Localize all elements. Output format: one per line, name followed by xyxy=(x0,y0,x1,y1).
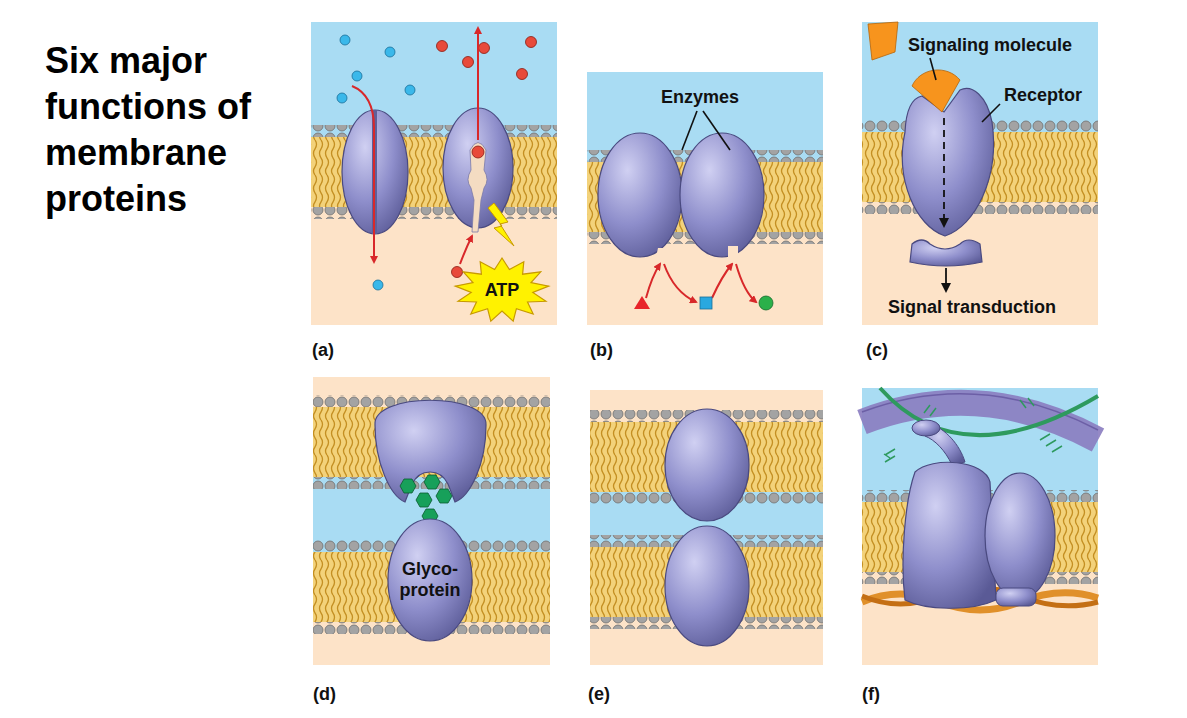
glycoprotein-text: Glyco- protein xyxy=(394,559,466,601)
panel-c-part xyxy=(862,22,1098,325)
panel-f-part xyxy=(985,473,1055,599)
panel-a-part xyxy=(437,37,537,278)
panel-a-part-part xyxy=(479,43,490,54)
glycoprotein-shape xyxy=(388,519,472,641)
part-label: Signaling molecule xyxy=(908,34,1072,56)
panel-b-part xyxy=(598,133,682,257)
panel-letter: (c) xyxy=(866,339,888,361)
panel-d-part-part xyxy=(416,493,432,507)
panel-letter: (e) xyxy=(588,683,610,705)
glycoprotein: Glyco- protein xyxy=(387,518,473,642)
panel-letter: (b) xyxy=(590,339,613,361)
panel-a-part-part xyxy=(352,71,362,81)
panel-a-part xyxy=(472,146,484,158)
panel-a-part-part xyxy=(337,93,347,103)
panel-f-part-part xyxy=(884,449,895,462)
atp-starburst-shape xyxy=(455,258,548,321)
panel-c-part xyxy=(943,118,945,226)
panel-c-part xyxy=(930,58,936,80)
panel-b-part xyxy=(634,296,650,309)
panel-d xyxy=(313,377,550,665)
atp-starburst-text: ATP xyxy=(485,280,520,301)
panel-a xyxy=(311,22,557,325)
panel-e-part xyxy=(590,390,823,665)
panel-d-part-part xyxy=(400,479,416,493)
panel-d-part xyxy=(313,377,550,665)
panel-b-part xyxy=(728,246,738,258)
panel-b-part xyxy=(646,264,660,298)
panel-a-part-part xyxy=(437,41,448,52)
panel-a-part xyxy=(460,236,472,264)
panel-a-part-part xyxy=(405,85,415,95)
panel-c-part xyxy=(982,104,1000,122)
panel-c-part xyxy=(910,240,982,266)
panel-b-part xyxy=(700,297,712,309)
part-label: Receptor xyxy=(1004,84,1082,106)
panel-c xyxy=(862,22,1098,325)
panel-e-part xyxy=(665,526,749,646)
panel-b-part xyxy=(736,264,756,302)
panel-f-part-part xyxy=(924,405,936,416)
panel-b xyxy=(587,72,823,325)
panel-c-part xyxy=(912,70,960,112)
panel-b-part xyxy=(587,72,823,325)
atp-starburst: ATP xyxy=(455,258,549,322)
panel-f-part xyxy=(880,388,1098,435)
panel-d-part-part xyxy=(424,475,440,489)
panel-c-part xyxy=(868,22,898,60)
panel-a-part-part xyxy=(373,280,383,290)
panel-a-part-part xyxy=(526,37,537,48)
panel-b-part xyxy=(656,248,666,257)
panel-b-part xyxy=(664,264,696,302)
panel-c-part xyxy=(862,202,1098,214)
panel-letter: (f) xyxy=(862,683,880,705)
panel-d-part xyxy=(400,475,452,523)
title-text: Six major functions of membrane proteins xyxy=(45,38,315,222)
panel-a-part xyxy=(488,203,514,246)
panel-d-part xyxy=(375,400,486,502)
panel-c-part xyxy=(945,268,947,291)
panel-f-part xyxy=(884,398,1062,462)
panel-e xyxy=(590,390,823,665)
panel-b-part xyxy=(759,296,773,310)
panel-f-part-part xyxy=(1020,398,1034,408)
panel-a-part-part xyxy=(452,267,463,278)
panel-f-part xyxy=(862,394,1098,430)
panel-c-part xyxy=(902,88,993,236)
panel-a-part xyxy=(352,86,374,262)
part-label: Enzymes xyxy=(661,86,739,108)
panel-f-part xyxy=(912,420,940,436)
panel-f-part xyxy=(862,388,1098,665)
panel-f-part xyxy=(996,588,1036,606)
panel-f-part xyxy=(903,462,996,608)
panel-b-part xyxy=(680,133,764,257)
panel-a-part xyxy=(468,143,487,233)
panel-b-part xyxy=(712,264,732,298)
panel-a-part xyxy=(337,35,415,290)
panel-a-part-part xyxy=(463,57,474,68)
panel-b-part xyxy=(703,111,730,150)
panel-b-part xyxy=(682,111,697,150)
panel-e-part xyxy=(665,409,749,521)
panel-f xyxy=(862,388,1098,665)
panel-d-part-part xyxy=(436,489,452,503)
panel-a-part xyxy=(477,28,479,140)
panel-letter: (d) xyxy=(313,683,336,705)
part-label: Signal transduction xyxy=(888,296,1056,318)
panel-f-part-part xyxy=(1040,434,1062,452)
panel-a-part xyxy=(311,22,557,325)
panel-letter: (a) xyxy=(312,339,334,361)
panel-a-part-part xyxy=(340,35,350,45)
panel-a-part-part xyxy=(517,69,528,80)
panel-a-part-part xyxy=(385,47,395,57)
